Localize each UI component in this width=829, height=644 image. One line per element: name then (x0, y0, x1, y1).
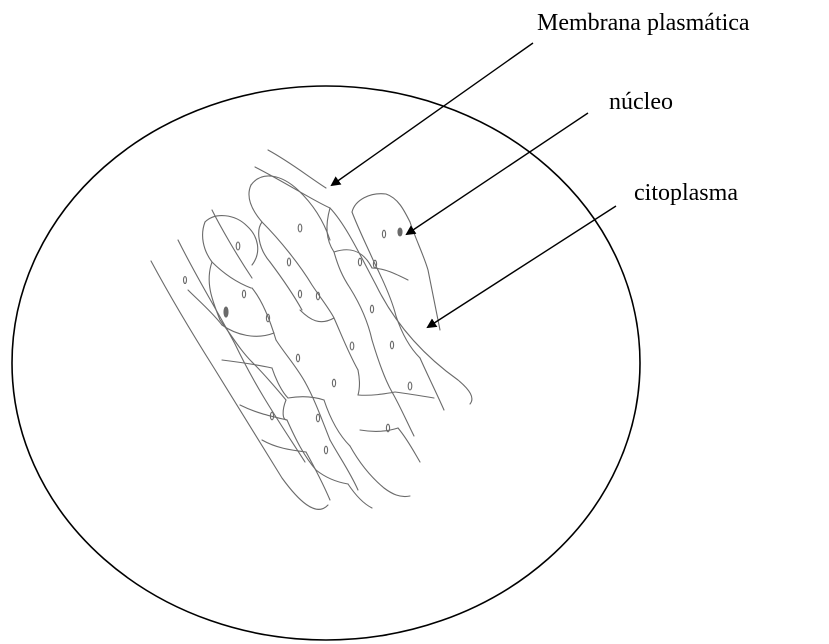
cell-tissue-drawing (151, 150, 472, 509)
citoplasma-arrow (428, 206, 616, 327)
citoplasma-label: citoplasma (634, 181, 738, 205)
nucleo-label: núcleo (609, 90, 673, 114)
membrana-plasmatica-label: Membrana plasmática (537, 11, 750, 35)
membrana-arrow (332, 43, 533, 185)
field-of-view-circle (12, 86, 640, 640)
